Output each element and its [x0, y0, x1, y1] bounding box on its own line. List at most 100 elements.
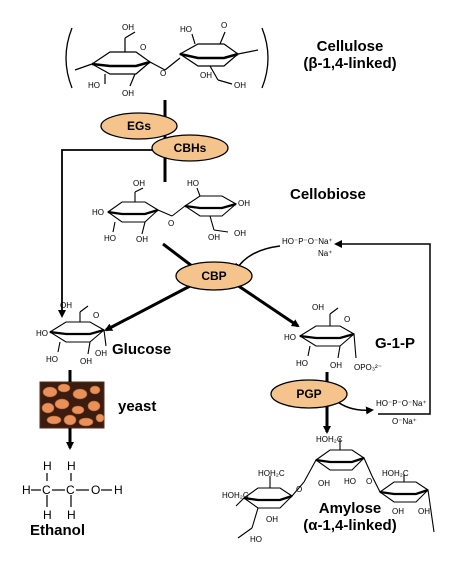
cellulose-ho-1: HO [88, 81, 100, 90]
enzyme-cbp: CBP [175, 261, 253, 291]
cellulose-ho-2: HO [180, 25, 192, 34]
yeast-cell [89, 385, 101, 395]
enzyme-cbp-label: CBP [201, 269, 226, 283]
glucose-atom-labels: OH HO HO OH OH O [36, 301, 107, 366]
g1p-ho-1: HO [284, 333, 296, 342]
amylose-hoh2c-4: HOH₂C [382, 469, 409, 478]
yeast-cell [46, 415, 62, 425]
amylose-o-link-2: O [366, 477, 372, 486]
enzyme-cbhs: CBHs [151, 134, 229, 162]
phosphate-bottom-text-2: O⁻Na⁺ [392, 417, 417, 426]
cbh-to-glucose-arrow [58, 149, 155, 318]
g1p-oh-1: OH [312, 303, 324, 312]
ethanol-label: Ethanol [30, 522, 85, 539]
amylose-name: Amylose [318, 500, 382, 517]
phosphate-top-na: Na⁺ [318, 249, 332, 258]
glucose-structure [48, 305, 107, 355]
yeast-cell [71, 405, 85, 415]
enzyme-egs-ellipse [100, 112, 178, 140]
cellulose-structure [65, 27, 269, 89]
g1p-ho-2: HO [296, 359, 308, 368]
cbp-to-g1p-arrow [233, 281, 300, 328]
yeast-cell [54, 398, 70, 410]
yeast-cell [42, 386, 58, 398]
ethanol-o: O [91, 483, 100, 497]
g1p-opo3: OPO₃²⁻ [354, 363, 382, 372]
cellobiose-o-link: O [168, 219, 174, 228]
ethanol-structure: H H H C C O H H H [22, 459, 123, 522]
ethanol-c-1: C [42, 483, 51, 497]
enzyme-pgp-ellipse [270, 379, 348, 409]
g1p-structure [298, 307, 357, 359]
ethanol-c-2: C [66, 483, 75, 497]
cellobiose-ho-3: HO [187, 179, 199, 188]
glucose-ho-2: HO [46, 355, 58, 364]
yeast-cell [72, 388, 88, 400]
g1p-atom-labels: OH HO HO OH O OPO₃²⁻ [284, 303, 382, 372]
amylose-oh-3: OH [392, 507, 404, 516]
glucose-ho-1: HO [36, 329, 48, 338]
amylose-ho-2: HO [344, 477, 356, 486]
yeast-cells [41, 383, 105, 427]
yeast-label: yeast [118, 398, 157, 415]
ethanol-h-1: H [43, 459, 52, 473]
cbp-to-glucose-arrow [104, 283, 193, 332]
cellobiose-structure [107, 187, 237, 235]
cellobiose-label: Cellobiose [290, 186, 366, 203]
yeast-cell [41, 402, 55, 414]
yeast-cell [57, 383, 71, 393]
amylose-hoh2c-1: HOH₂C [222, 491, 249, 500]
amylose-atom-labels: HOH₂C HOH₂C HOH₂C HOH₂C OH HO OH HO OH O… [222, 435, 430, 544]
cellobiose-oh-5: OH [234, 229, 246, 238]
cellulose-atom-labels: OH HO OH O HO O OH OH O [88, 21, 246, 98]
enzyme-cbp-ellipse [175, 261, 253, 291]
cellulose-linkage: (β-1,4-linked) [303, 55, 397, 73]
cellulose-o-ring-2: O [140, 43, 146, 52]
cellulose-o-link: O [160, 69, 166, 78]
phosphate-top: HO⁻P⁻O⁻Na⁺ Na⁺ [282, 237, 333, 258]
ethanol-h-2: H [67, 459, 76, 473]
amylose-hoh2c-2: HOH₂C [258, 469, 285, 478]
yeast-cell [63, 414, 77, 426]
cellobiose-ho-2: HO [104, 234, 116, 243]
g1p-oh-2: OH [330, 361, 342, 370]
glucose-oh-2: OH [80, 357, 92, 366]
enzyme-pgp-label: PGP [296, 387, 321, 401]
cellobiose-to-cbp-line [162, 242, 193, 268]
amylose-oh-1: OH [266, 515, 278, 524]
enzyme-cbhs-ellipse [151, 134, 229, 162]
cellobiose-oh-4: OH [208, 233, 220, 242]
amylose-linkage: (α-1,4-linked) [303, 517, 397, 535]
g1p-o-ring: O [344, 315, 350, 324]
cellobiose-oh-2: OH [136, 235, 148, 244]
enzyme-egs-label: EGs [127, 119, 151, 133]
phosphate-top-text: HO⁻P⁻O⁻Na⁺ [282, 237, 333, 246]
amylose-oh-2: OH [318, 479, 330, 488]
cellobiose-atom-labels: OH HO HO OH O HO OH OH OH [92, 179, 250, 244]
phosphate-recycle-arrow [334, 240, 431, 415]
glucose-oh-3: OH [95, 349, 107, 358]
yeast-cell [87, 400, 101, 412]
amylose-structure [235, 438, 435, 539]
ethanol-h-4: H [114, 483, 123, 497]
amylose-label: Amylose (α-1,4-linked) [290, 500, 410, 535]
ethanol-h-5: H [43, 508, 52, 522]
g1p-label: G-1-P [375, 335, 416, 352]
glucose-o-ring: O [93, 311, 99, 320]
enzyme-egs: EGs [100, 112, 178, 140]
ethanol-h-3: H [22, 483, 31, 497]
glucose-oh-1: OH [60, 301, 72, 310]
phosphate-bottom: HO⁻P⁻O⁻Na⁺ O⁻Na⁺ [376, 399, 427, 426]
cellulose-label: Cellulose (β-1,4-linked) [290, 38, 410, 73]
cellulose-oh-1: OH [122, 23, 134, 32]
cellobiose-oh-3: OH [238, 199, 250, 208]
cellulose-o-ring: O [221, 21, 227, 30]
enzyme-pgp: PGP [270, 379, 348, 409]
yeast-cell [78, 417, 94, 427]
cellulose-oh-3: OH [200, 71, 212, 80]
cellulose-name: Cellulose [316, 38, 384, 55]
cellulose-oh-2: OH [122, 89, 134, 98]
cellobiose-oh-1: OH [133, 179, 145, 188]
cellulose-oh-4: OH [234, 81, 246, 90]
